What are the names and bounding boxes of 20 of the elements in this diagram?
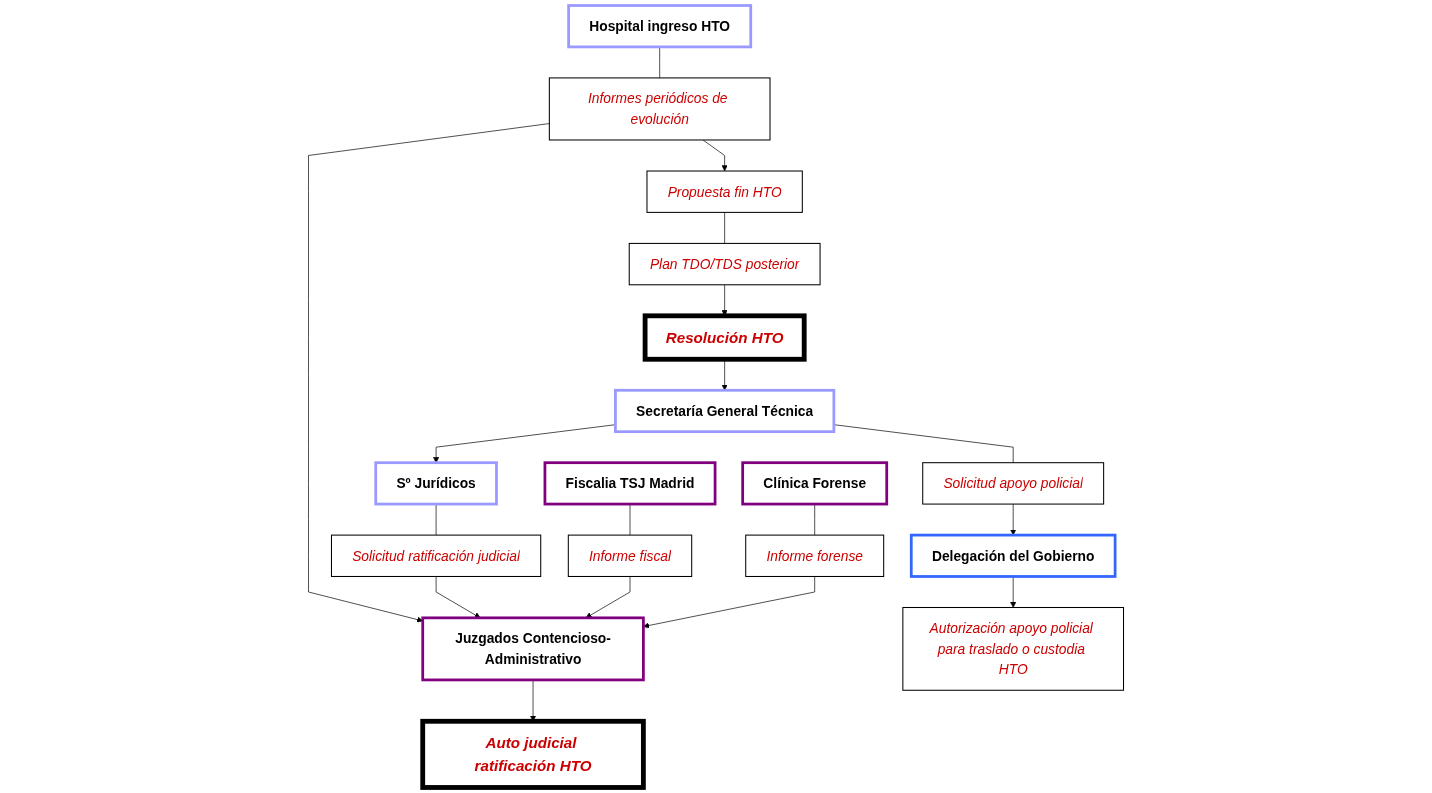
node-box: Propuesta fin HTO <box>646 170 803 213</box>
node-box: Resolución HTO <box>642 313 807 362</box>
node-box: Clínica Forense <box>741 461 889 506</box>
node-box: Autorización apoyo policial para traslado o custodia HTO <box>902 607 1125 691</box>
node-box: Informe forense <box>745 534 885 577</box>
node-box: Solicitud apoyo policial <box>922 462 1105 505</box>
node-box: Informes periódicos de evolución <box>548 77 771 141</box>
node-box: Delegación del Gobierno <box>909 533 1117 578</box>
node-box: Solicitud ratificación judicial <box>330 534 542 577</box>
node-box: Sº Jurídicos <box>374 461 498 506</box>
node-box: Plan TDO/TDS posterior <box>628 242 821 286</box>
node-box: Juzgados Contencioso-Administrativo <box>421 616 645 682</box>
node-box: Informe fiscal <box>567 534 693 577</box>
connector <box>833 424 1014 464</box>
connector <box>724 212 725 244</box>
connector <box>659 46 661 79</box>
node-box: Fiscalia TSJ Madrid <box>543 461 717 506</box>
node-box: Secretaría General Técnica <box>614 388 836 434</box>
node-box: Auto judicial ratificación HTO <box>420 718 646 790</box>
node-box: Hospital ingreso HTO <box>567 4 753 49</box>
